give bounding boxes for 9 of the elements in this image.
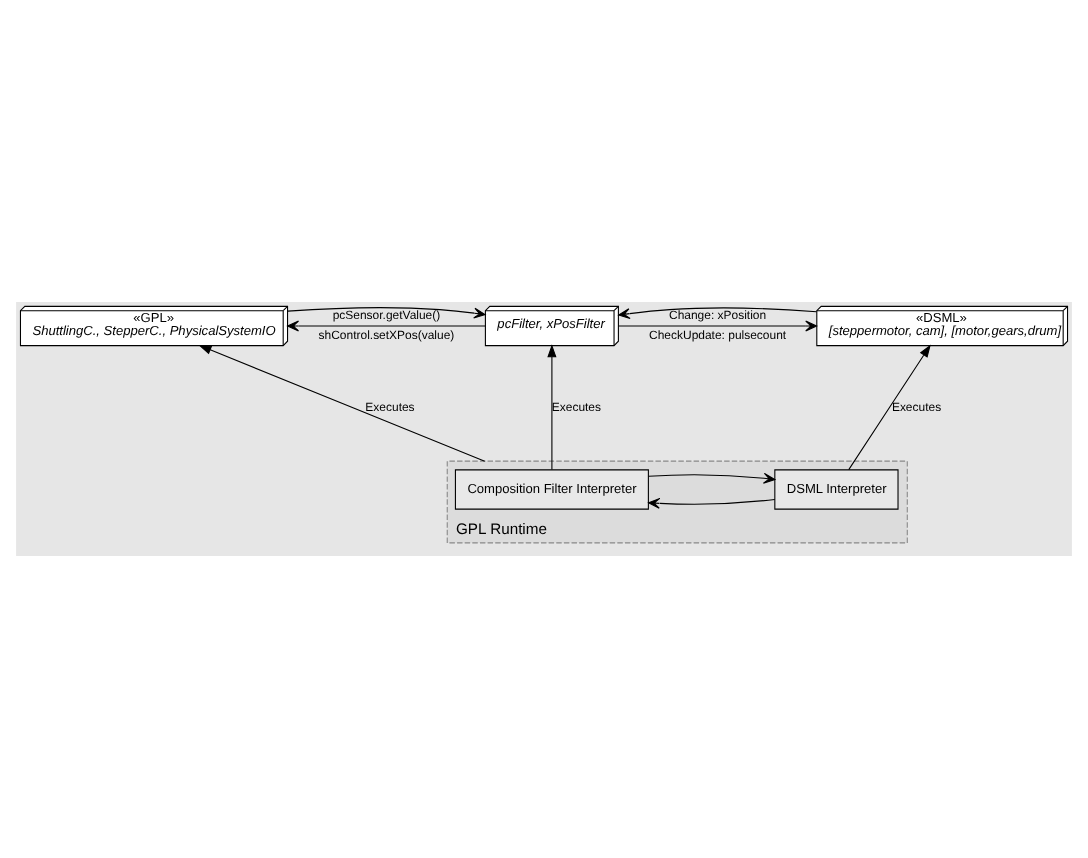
arrow xyxy=(198,345,486,462)
arrow xyxy=(648,472,776,484)
arrow xyxy=(287,320,486,332)
arrow xyxy=(287,307,486,319)
arrow xyxy=(618,307,818,320)
arrow xyxy=(648,497,776,509)
arrow xyxy=(547,344,557,471)
arrow xyxy=(618,320,818,332)
arrow xyxy=(848,344,931,471)
